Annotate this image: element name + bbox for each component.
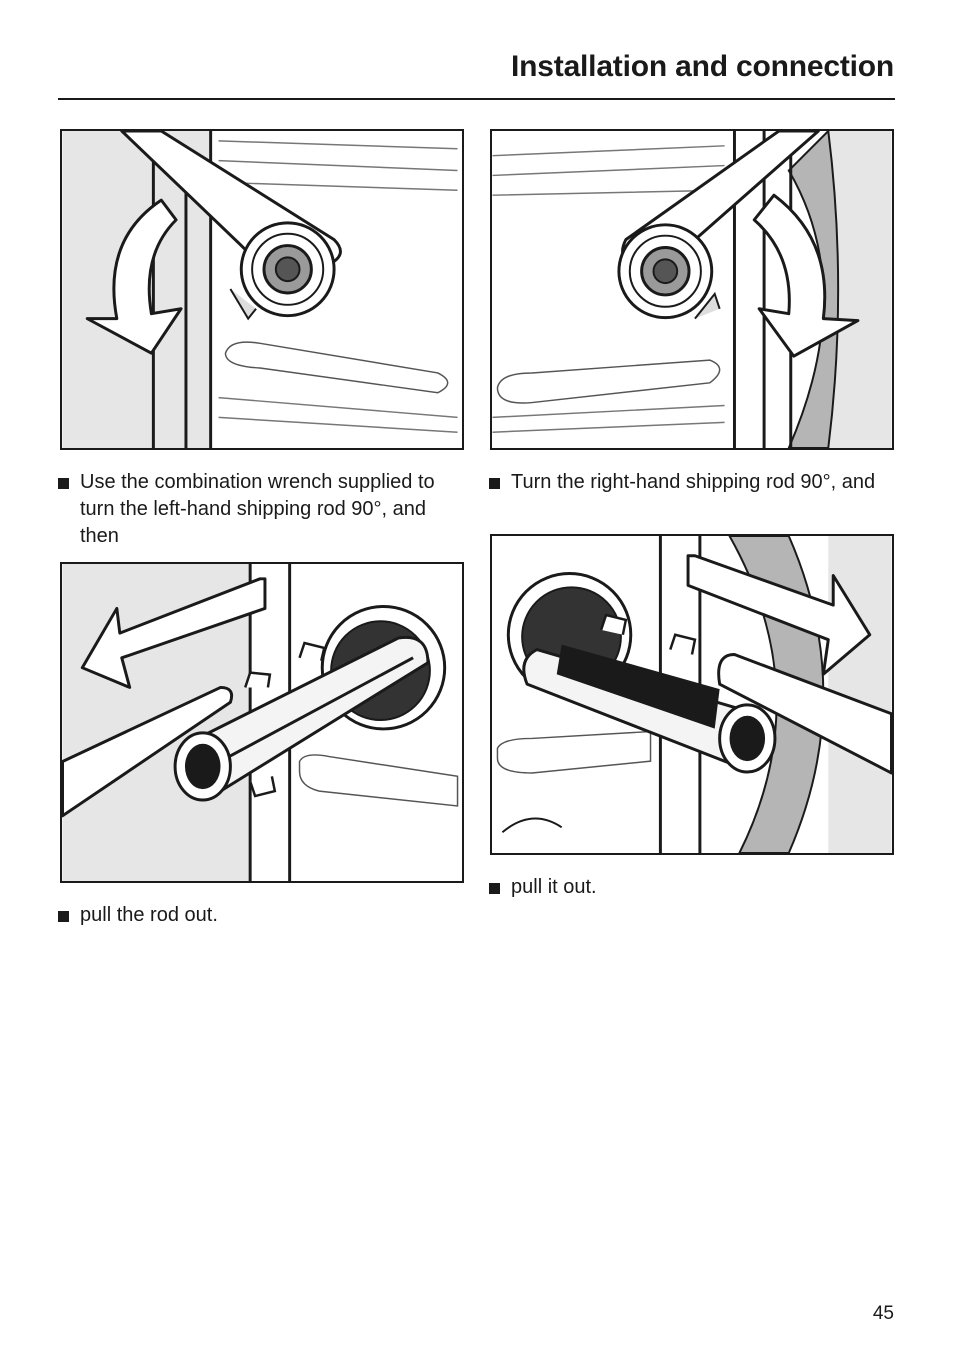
right-pull-arrow-icon bbox=[686, 554, 872, 676]
pull-left-rod-illustration bbox=[62, 564, 459, 881]
header-rule bbox=[58, 98, 895, 100]
bullet-square-icon bbox=[58, 478, 69, 489]
figure-turn-left-rod bbox=[60, 129, 464, 450]
step-3: Turn the right-hand shipping rod 90°, an… bbox=[489, 469, 921, 496]
pull-right-rod-illustration bbox=[496, 536, 892, 853]
step-2: pull the rod out. bbox=[58, 902, 440, 929]
figure-turn-right-rod bbox=[490, 129, 894, 450]
curved-rotate-arrow-icon bbox=[85, 198, 183, 355]
step-4: pull it out. bbox=[489, 874, 921, 901]
step-1-text: Use the combination wrench supplied to t… bbox=[80, 471, 435, 547]
figure-pull-right-rod bbox=[490, 534, 894, 855]
step-4-text: pull it out. bbox=[511, 876, 597, 898]
step-1: Use the combination wrench supplied to t… bbox=[58, 469, 440, 550]
figure-pull-left-rod bbox=[60, 562, 464, 883]
step-3-text: Turn the right-hand shipping rod 90°, an… bbox=[511, 471, 876, 493]
turn-left-rod-illustration bbox=[62, 131, 458, 448]
bullet-square-icon bbox=[58, 911, 69, 922]
left-pull-arrow-icon bbox=[80, 577, 267, 689]
page-title: Installation and connection bbox=[511, 50, 894, 83]
bullet-square-icon bbox=[489, 883, 500, 894]
turn-right-rod-illustration bbox=[492, 131, 892, 448]
bullet-square-icon bbox=[489, 478, 500, 489]
step-2-text: pull the rod out. bbox=[80, 904, 218, 926]
curved-rotate-arrow-icon bbox=[752, 193, 860, 358]
page-number: 45 bbox=[872, 1303, 894, 1324]
